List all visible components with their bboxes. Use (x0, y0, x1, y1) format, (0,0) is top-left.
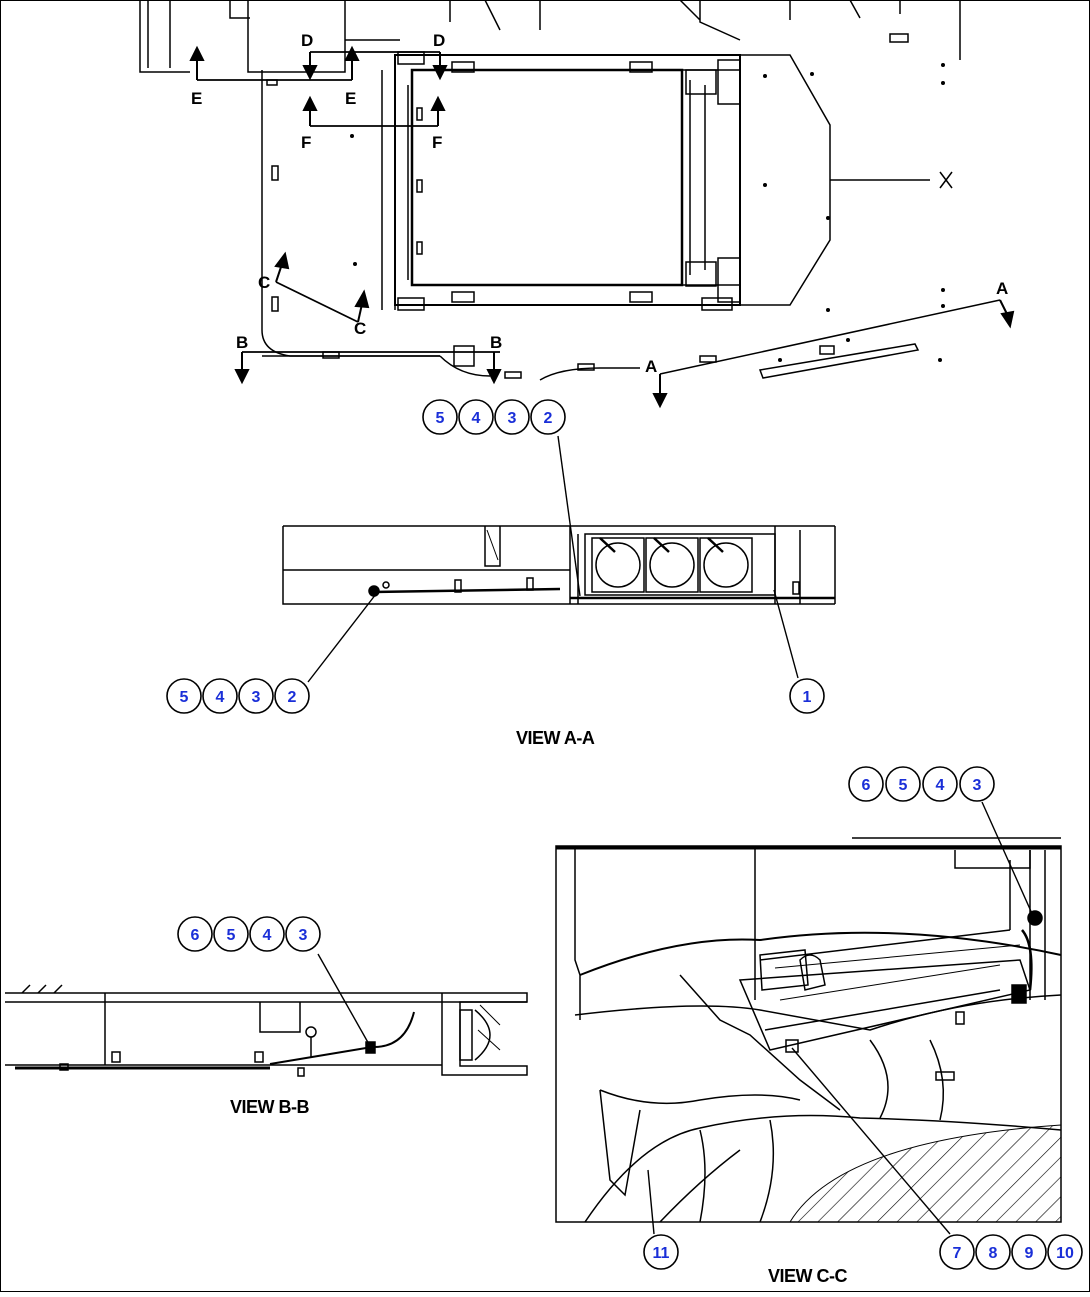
callout-circle (922, 766, 958, 802)
callout-aa-left-3: 3 (238, 678, 274, 714)
section-labels: E E D D F F C C B B A A (191, 31, 1008, 376)
callout-number: 4 (216, 689, 225, 706)
section-label-f-left: F (301, 133, 311, 152)
callout-number: 3 (973, 777, 982, 794)
callout-aa-left-5: 5 (166, 678, 202, 714)
callout-number: 2 (288, 689, 297, 706)
callout-bb-6: 6 (177, 916, 213, 952)
callout-cc-bottom-right-8: 8 (975, 1234, 1011, 1270)
leader-lines (307, 435, 1035, 1235)
callout-layer: 5 4 3 2 5 4 3 2 1 6 5 4 3 6 5 4 3 11 7 8 9 10 (166, 399, 1083, 1270)
section-label-b-right: B (490, 333, 502, 352)
view-aa-title: VIEW A-A (516, 728, 595, 748)
plan-dots (350, 63, 945, 362)
callout-aa-left-2: 2 (274, 678, 310, 714)
callout-bb-5: 5 (213, 916, 249, 952)
callout-circle (458, 399, 494, 435)
plan-view (139, 0, 1001, 381)
callout-number: 6 (191, 927, 200, 944)
callout-number: 5 (436, 410, 445, 427)
section-label-f-right: F (432, 133, 442, 152)
callout-circle (975, 1234, 1011, 1270)
callout-aa-left-4: 4 (202, 678, 238, 714)
callout-circle (789, 678, 825, 714)
callout-number: 3 (508, 410, 517, 427)
callout-circle (643, 1234, 679, 1270)
callout-circle (249, 916, 285, 952)
callout-circle (1011, 1234, 1047, 1270)
section-label-d-right: D (433, 31, 445, 50)
callout-number: 4 (936, 777, 945, 794)
callout-circle (213, 916, 249, 952)
callout-circle (274, 678, 310, 714)
callout-cc-bottom-right-7: 7 (939, 1234, 975, 1270)
callout-number: 10 (1056, 1245, 1074, 1262)
callout-circle (238, 678, 274, 714)
section-label-d-left: D (301, 31, 313, 50)
callout-number: 5 (227, 927, 236, 944)
callout-aa-top-3: 3 (494, 399, 530, 435)
callout-circle (1047, 1234, 1083, 1270)
callout-number: 4 (472, 410, 481, 427)
callout-number: 4 (263, 927, 272, 944)
callout-circle (530, 399, 566, 435)
callout-circle (202, 678, 238, 714)
view-cc-ground-hatch (789, 1124, 1062, 1223)
callout-bb-3: 3 (285, 916, 321, 952)
callout-aa-right-1: 1 (789, 678, 825, 714)
callout-number: 1 (803, 689, 812, 706)
view-bb-drawing (5, 984, 528, 1077)
section-label-e-right: E (345, 89, 356, 108)
callout-number: 5 (180, 689, 189, 706)
callout-aa-top-4: 4 (458, 399, 494, 435)
section-label-c-upper: C (258, 273, 270, 292)
view-bb-title: VIEW B-B (230, 1097, 309, 1117)
callout-number: 11 (653, 1245, 670, 1262)
callout-number: 3 (252, 689, 261, 706)
section-label-c-lower: C (354, 319, 366, 338)
view-cc-title: VIEW C-C (768, 1266, 847, 1286)
callout-circle (848, 766, 884, 802)
section-label-b-left: B (236, 333, 248, 352)
callout-number: 8 (989, 1245, 998, 1262)
callout-bb-4: 4 (249, 916, 285, 952)
callout-number: 7 (953, 1245, 962, 1262)
callout-cc-top-5: 5 (885, 766, 921, 802)
callout-cc-top-6: 6 (848, 766, 884, 802)
callout-circle (959, 766, 995, 802)
callout-number: 6 (862, 777, 871, 794)
callout-cc-top-4: 4 (922, 766, 958, 802)
callout-circle (285, 916, 321, 952)
callout-circle (177, 916, 213, 952)
callout-cc-bottom-right-9: 9 (1011, 1234, 1047, 1270)
section-label-e-left: E (191, 89, 202, 108)
callout-circle (166, 678, 202, 714)
callout-aa-top-2: 2 (530, 399, 566, 435)
callout-cc-bottom-left-11: 11 (643, 1234, 679, 1270)
callout-circle (939, 1234, 975, 1270)
callout-circle (494, 399, 530, 435)
callout-cc-top-3: 3 (959, 766, 995, 802)
callout-number: 2 (544, 410, 553, 427)
callout-number: 5 (899, 777, 908, 794)
callout-circle (885, 766, 921, 802)
view-aa-drawing (282, 525, 836, 605)
callout-aa-top-5: 5 (422, 399, 458, 435)
section-label-a-right: A (996, 279, 1008, 298)
callout-number: 9 (1025, 1245, 1034, 1262)
section-arrows (189, 45, 1015, 409)
callout-number: 3 (299, 927, 308, 944)
callout-circle (422, 399, 458, 435)
section-label-a-left: A (645, 357, 657, 376)
callout-cc-bottom-right-10: 10 (1047, 1234, 1083, 1270)
